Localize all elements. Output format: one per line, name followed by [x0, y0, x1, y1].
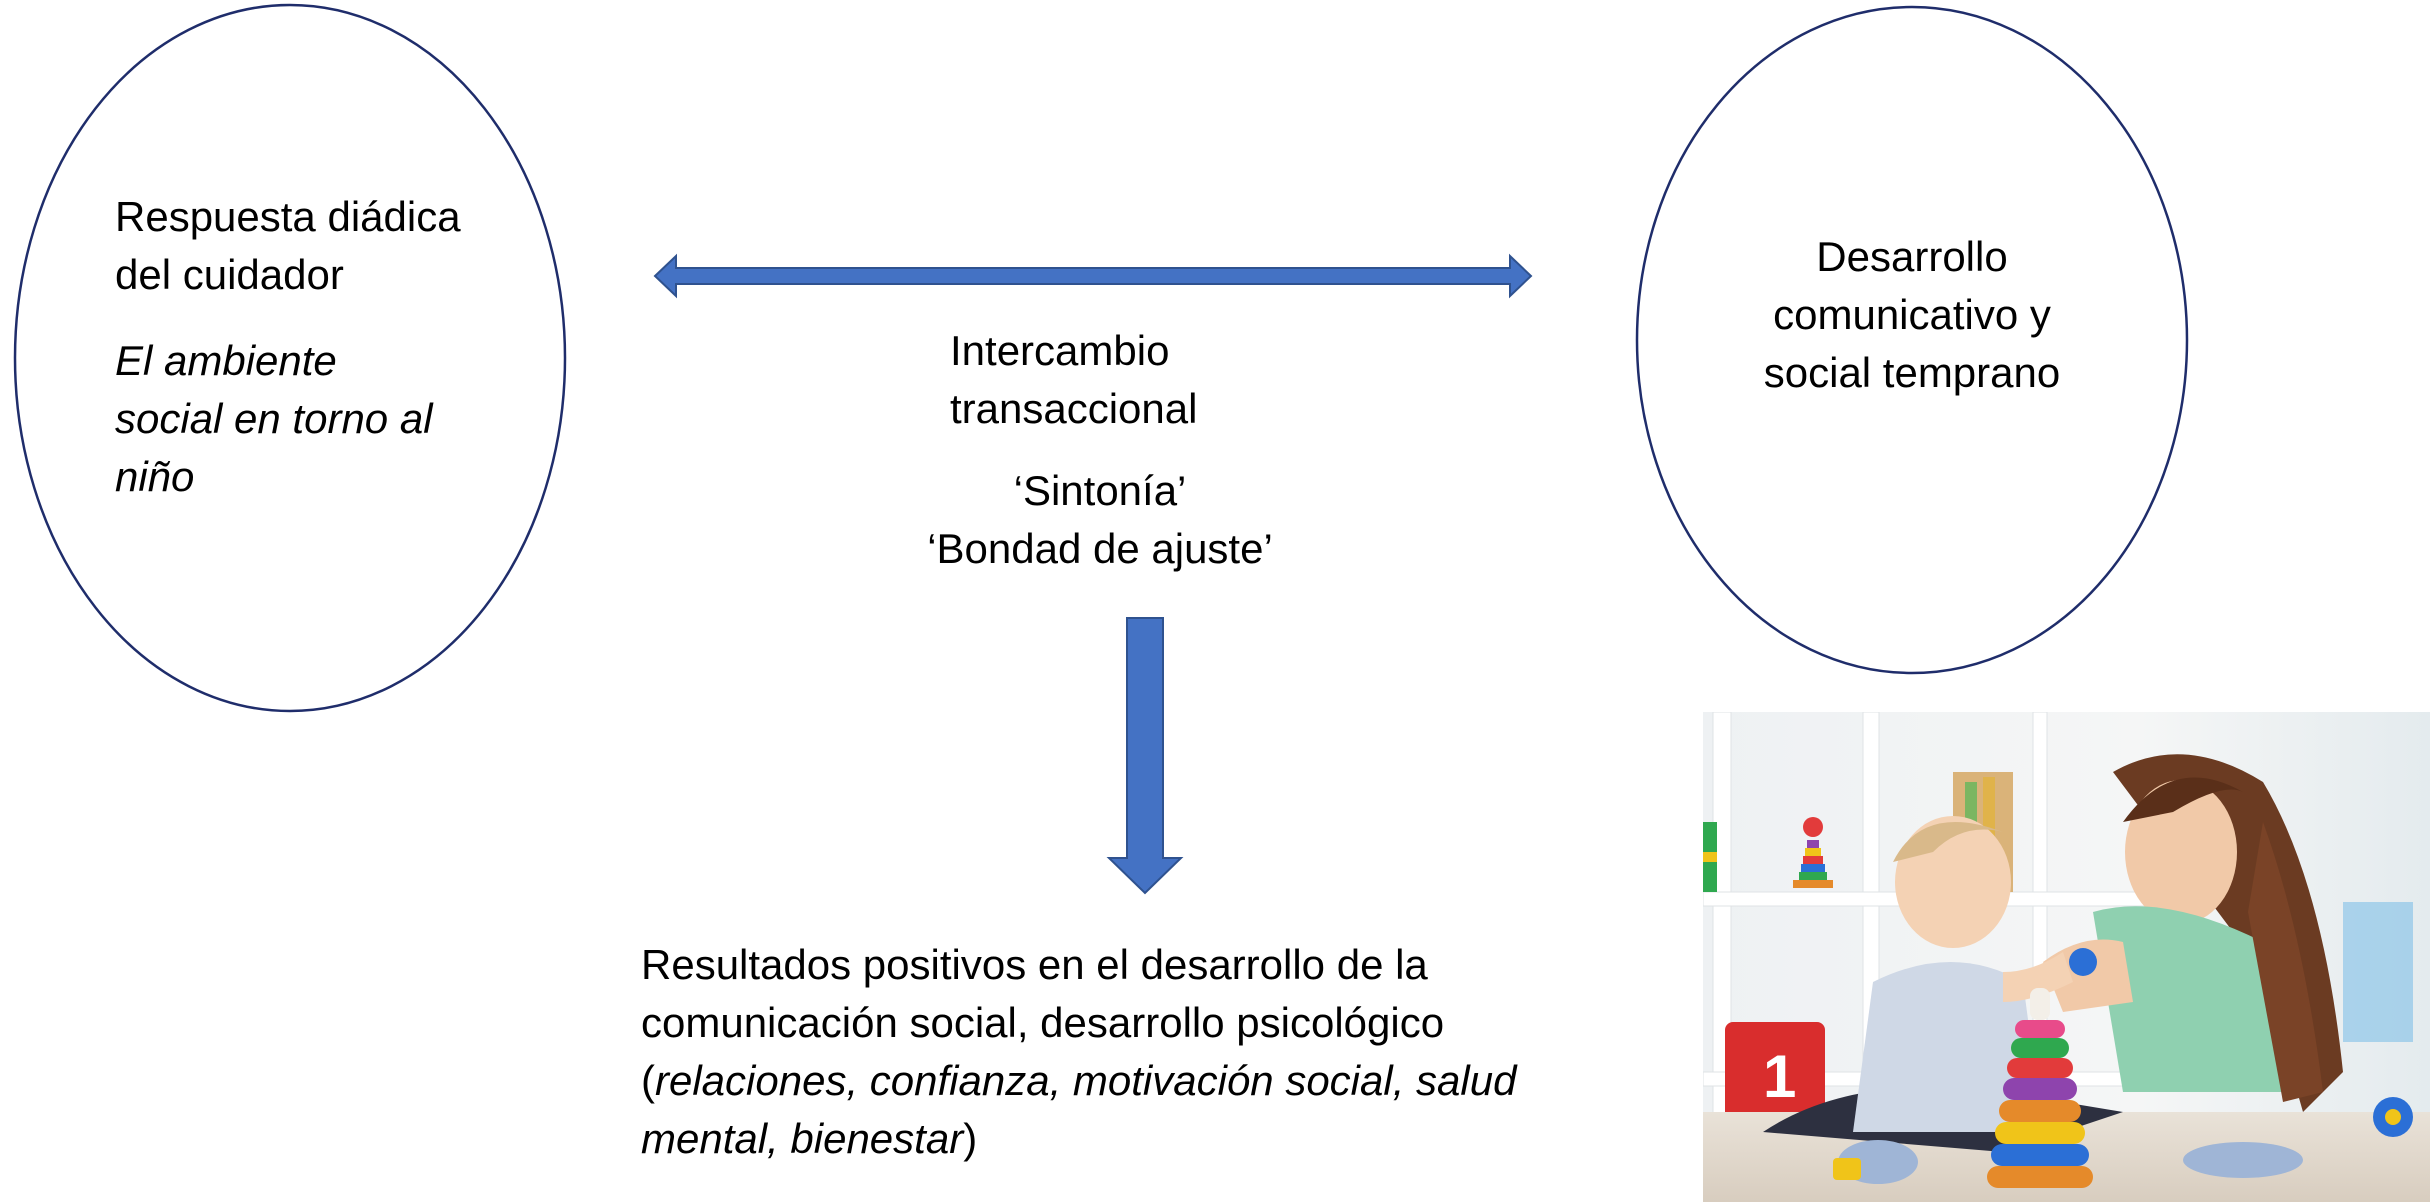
outcome-close-paren: )	[963, 1115, 978, 1162]
photo-illustration: 1	[1703, 712, 2430, 1202]
outcome-italic2: mental, bienestar	[641, 1115, 964, 1162]
right-node-ellipse	[1635, 5, 2189, 675]
bidirectional-arrow	[653, 253, 1533, 299]
ring-tower	[1987, 988, 2093, 1188]
middle-label-bottom: ‘Sintonía’ ‘Bondad de ajuste’	[900, 462, 1300, 578]
right-node-text: Desarrollo comunicativo y social tempran…	[1712, 228, 2112, 402]
right-node-line3: social temprano	[1763, 349, 2061, 396]
left-node-italic2: social en torno al	[115, 395, 433, 442]
outcome-italic1: relaciones, confianza, motivación social…	[655, 1057, 1517, 1104]
baby-figure	[1838, 816, 2303, 1184]
left-node-line2: del cuidador	[115, 251, 344, 298]
svg-text:1: 1	[1763, 1043, 1796, 1110]
outcome-line3: (relaciones, confianza, motivación socia…	[641, 1052, 1516, 1110]
right-node-line1: Desarrollo	[1816, 233, 2008, 280]
middle-line3: ‘Sintonía’	[1013, 467, 1187, 514]
middle-line2: transaccional	[950, 385, 1198, 432]
outcome-line2: comunicación social, desarrollo psicológ…	[641, 999, 1445, 1046]
outcome-line1: Resultados positivos en el desarrollo de…	[641, 941, 1428, 988]
down-arrow	[1106, 617, 1184, 895]
mother-and-baby-playing-photo: 1	[1703, 712, 2430, 1202]
left-node-ellipse	[13, 3, 567, 713]
middle-line4: ‘Bondad de ajuste’	[927, 525, 1273, 572]
outcome-text: Resultados positivos en el desarrollo de…	[641, 936, 1516, 1168]
outcome-open-paren: (	[641, 1057, 655, 1104]
left-node-line1: Respuesta diádica	[115, 193, 461, 240]
middle-label-top: Intercambio transaccional	[950, 322, 1197, 438]
right-node-line2: comunicativo y	[1773, 291, 2051, 338]
middle-line1: Intercambio	[950, 327, 1170, 374]
left-node-italic1: El ambiente	[115, 337, 337, 384]
left-node-italic3: niño	[115, 453, 195, 500]
outcome-line4: mental, bienestar)	[641, 1110, 1516, 1168]
left-node-text: Respuesta diádica del cuidador El ambien…	[115, 188, 461, 506]
